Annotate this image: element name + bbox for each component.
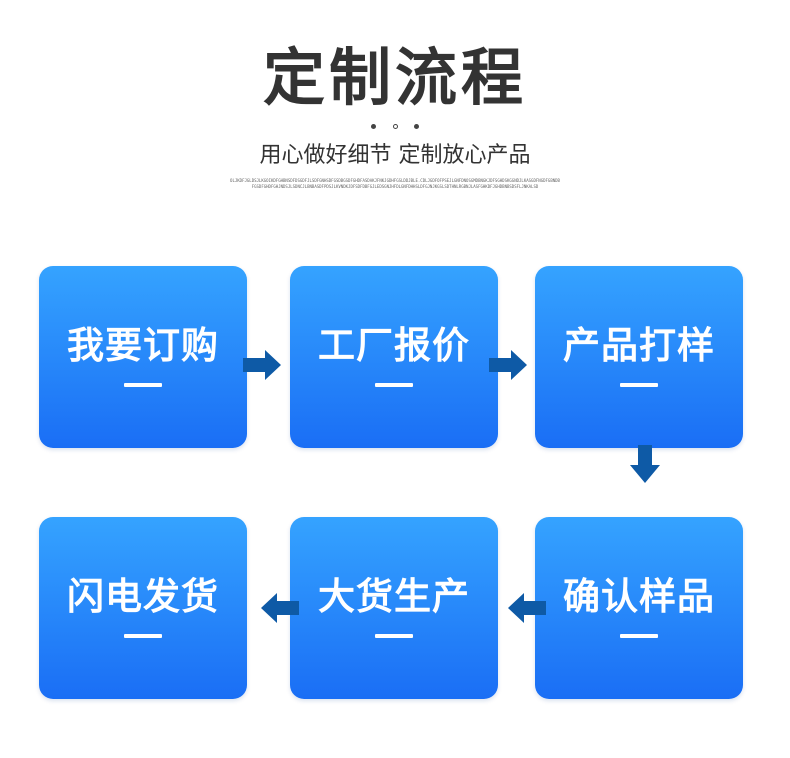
- step-label: 我要订购: [67, 324, 219, 367]
- step-box-order: 我要订购: [39, 266, 247, 448]
- step-dash: [375, 383, 413, 387]
- step-box-shipping: 闪电发货: [39, 517, 247, 699]
- step-dash: [124, 383, 162, 387]
- step-box-sample: 产品打样: [535, 266, 743, 448]
- arrow-right-icon: [489, 350, 529, 380]
- step-label: 产品打样: [563, 324, 715, 367]
- page-title: 定制流程: [262, 41, 527, 114]
- dot-icon: [414, 123, 419, 129]
- step-label: 确认样品: [563, 575, 715, 618]
- step-box-confirm: 确认样品: [535, 517, 743, 699]
- page-subtitle: 用心做好细节 定制放心产品: [259, 143, 531, 168]
- title-dots: [371, 121, 419, 131]
- step-box-production: 大货生产: [290, 517, 498, 699]
- arrow-left-icon: [506, 593, 546, 623]
- step-box-quote: 工厂报价: [290, 266, 498, 448]
- arrow-left-icon: [259, 593, 299, 623]
- step-label: 工厂报价: [318, 324, 470, 367]
- hollow-dot-icon: [392, 123, 398, 129]
- dot-icon: [371, 123, 376, 129]
- step-dash: [375, 634, 413, 638]
- step-dash: [620, 383, 658, 387]
- decorative-small-print: OLJKDFJGLDSJLKGOIKDFGHBNSDFDSGDFJLSDFGNH…: [230, 178, 560, 189]
- arrow-right-icon: [243, 350, 283, 380]
- step-label: 大货生产: [318, 575, 470, 618]
- arrow-down-icon: [630, 445, 660, 485]
- step-dash: [620, 634, 658, 638]
- step-dash: [124, 634, 162, 638]
- step-label: 闪电发货: [67, 575, 219, 618]
